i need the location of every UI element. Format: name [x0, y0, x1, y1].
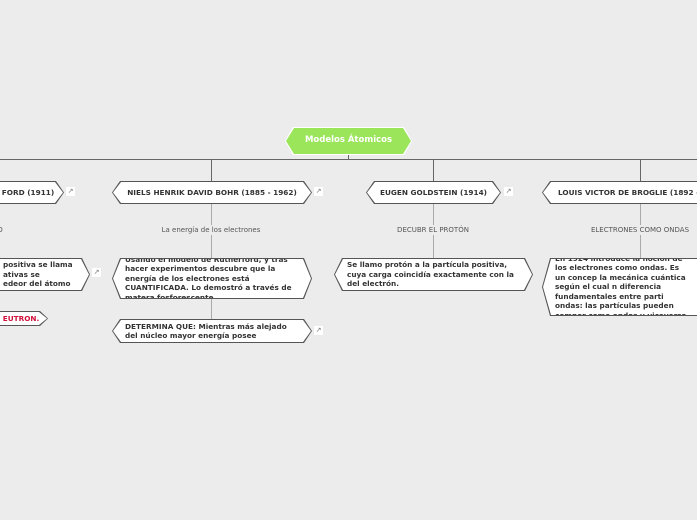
red-note-node[interactable]: EUTRON. — [0, 311, 48, 326]
branch-node-goldstein[interactable]: EUGEN GOLDSTEIN (1914) — [366, 181, 501, 204]
connector — [211, 298, 212, 319]
root-connector — [348, 155, 349, 160]
branch-node-bohr[interactable]: NIELS HENRIK DAVID BOHR (1885 - 1962) — [112, 181, 312, 204]
branch-node-broglie[interactable]: LOUIS VICTOR DE BROGLIE (1892 - — [542, 181, 697, 204]
branch-title: NIELS HENRIK DAVID BOHR (1885 - 1962) — [113, 182, 311, 203]
child-node[interactable]: En 1924 introduce la noción de los elect… — [542, 258, 697, 316]
external-link-icon[interactable]: ↗ — [314, 326, 323, 335]
external-link-icon[interactable]: ↗ — [66, 187, 75, 196]
external-link-icon[interactable]: ↗ — [504, 187, 513, 196]
branch-label: ELECTRONES COMO ONDAS — [587, 225, 693, 235]
connector — [211, 159, 212, 181]
branch-label: DECUBR EL PROTÓN — [394, 225, 472, 235]
root-title: Modelos Átomicos — [286, 128, 411, 154]
child-node[interactable]: DETERMINA QUE: Mientras más alejado del … — [112, 319, 312, 343]
external-link-icon[interactable]: ↗ — [314, 187, 323, 196]
branch-title: FORD (1911) — [0, 182, 63, 203]
branch-title: EUGEN GOLDSTEIN (1914) — [367, 182, 500, 203]
child-node[interactable]: positiva se llama ativas se edeor del át… — [0, 258, 90, 291]
child-node[interactable]: Se llamo protón a la partícula positiva,… — [334, 258, 533, 291]
child-node[interactable]: Usando el modelo de Rutherford, y tras h… — [112, 258, 312, 299]
child-text: En 1924 introduce la noción de los elect… — [543, 259, 697, 315]
branch-label: La energía de los electrones — [158, 225, 264, 235]
external-link-icon[interactable]: ↗ — [92, 268, 101, 277]
child-text: Usando el modelo de Rutherford, y tras h… — [113, 259, 311, 298]
connector — [640, 159, 641, 181]
branch-node-rutherford[interactable]: FORD (1911) — [0, 181, 64, 204]
red-note: EUTRON. — [0, 312, 47, 325]
child-text: Se llamo protón a la partícula positiva,… — [335, 259, 532, 290]
child-text: DETERMINA QUE: Mientras más alejado del … — [113, 320, 311, 342]
branch-label: O — [0, 225, 6, 235]
branch-bar — [0, 159, 697, 160]
branch-title: LOUIS VICTOR DE BROGLIE (1892 - — [543, 182, 697, 203]
connector — [433, 159, 434, 181]
root-node[interactable]: Modelos Átomicos — [285, 127, 412, 155]
child-text: positiva se llama ativas se edeor del át… — [0, 259, 89, 290]
